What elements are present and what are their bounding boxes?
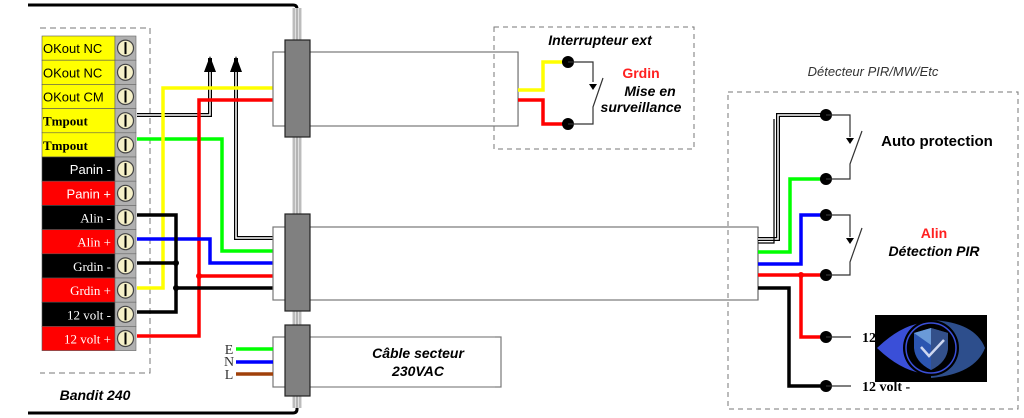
wire-label-n: N <box>224 355 234 370</box>
terminal-label-bg <box>41 108 116 134</box>
panel-title: Bandit 240 <box>60 387 131 403</box>
terminal: 12 volt + <box>41 326 137 351</box>
terminal: Tmpout <box>41 132 137 158</box>
cable-gland <box>284 213 311 312</box>
terminal-label: 12 volt + <box>64 332 111 347</box>
tamper-label: Auto protection <box>881 133 993 150</box>
switch-contact-icon <box>589 84 597 90</box>
terminal-label: Grdin + <box>70 283 111 298</box>
terminal: OKout CM <box>41 84 137 109</box>
terminal-label: Panin + <box>67 186 111 201</box>
terminal-label: OKout NC <box>43 41 102 56</box>
mains-voltage: 230VAC <box>391 363 445 379</box>
terminal-label-bg <box>41 132 116 158</box>
detector-signal-label: Alin <box>921 225 947 241</box>
detector-wiring <box>758 109 863 392</box>
wire-label-l: L <box>225 368 234 383</box>
cable-loop-top <box>28 3 299 38</box>
terminal-label-bg <box>41 301 116 327</box>
terminal: Panin - <box>41 156 137 182</box>
terminal-label-bg <box>41 84 116 109</box>
switch-cable <box>272 51 519 127</box>
arrow-up-icon <box>230 56 242 72</box>
terminal-label: Alin + <box>77 235 111 250</box>
terminal-label-bg <box>41 35 116 61</box>
terminal: Panin + <box>41 180 137 206</box>
cable-loop-bottom <box>28 395 299 415</box>
terminal: Alin + <box>41 229 137 255</box>
switch-desc-line2: surveillance <box>601 99 682 115</box>
switch-wiring <box>518 56 604 130</box>
power-minus-label: 12 volt - <box>862 380 911 395</box>
detector-cable <box>272 226 759 301</box>
terminal-label-bg <box>41 229 116 255</box>
terminal: OKout NC <box>41 59 137 85</box>
terminal: OKout NC <box>41 35 137 61</box>
switch-box-outline <box>493 26 695 150</box>
terminal-label: Grdin - <box>73 259 111 274</box>
mains-title: Câble secteur <box>372 345 465 361</box>
panel-outline <box>40 27 151 374</box>
terminal-label-bg <box>41 205 116 230</box>
terminal-label: OKout NC <box>43 65 102 80</box>
switch-contact-icon <box>846 138 854 144</box>
terminal-label: Alin - <box>80 211 111 226</box>
terminal-label-bg <box>41 326 116 351</box>
terminal-label-bg <box>41 277 116 303</box>
terminal-label-bg <box>41 156 116 182</box>
arrow-up-icon <box>204 56 216 72</box>
panel-wires <box>137 56 273 338</box>
switch-signal-label: Grdin <box>622 65 659 81</box>
terminal: Tmpout <box>41 108 137 134</box>
terminal: Alin - <box>41 205 137 230</box>
detection-label: Détection PIR <box>888 243 980 259</box>
mains-wires <box>236 347 273 376</box>
eye-shield-check-icon <box>875 315 987 382</box>
terminal-label: OKout CM <box>43 90 104 105</box>
detector-box-outline <box>727 91 1019 410</box>
terminal-label: Tmpout <box>43 138 88 153</box>
terminal: 12 volt - <box>41 301 137 327</box>
detector-title: Détecteur PIR/MW/Etc <box>808 64 939 79</box>
switch-desc-line1: Mise en <box>624 83 675 99</box>
terminal-label: Panin - <box>70 162 111 177</box>
terminal-label: Tmpout <box>43 114 88 129</box>
switch-box-title: Interrupteur ext <box>548 32 653 48</box>
cable-gland <box>284 39 311 138</box>
terminal-label: 12 volt - <box>67 307 111 322</box>
wire-label-e: E <box>225 343 234 358</box>
switch-contact-icon <box>846 238 854 244</box>
cable-gland <box>284 324 311 397</box>
terminal: Grdin - <box>41 253 137 279</box>
terminal: Grdin + <box>41 277 137 303</box>
